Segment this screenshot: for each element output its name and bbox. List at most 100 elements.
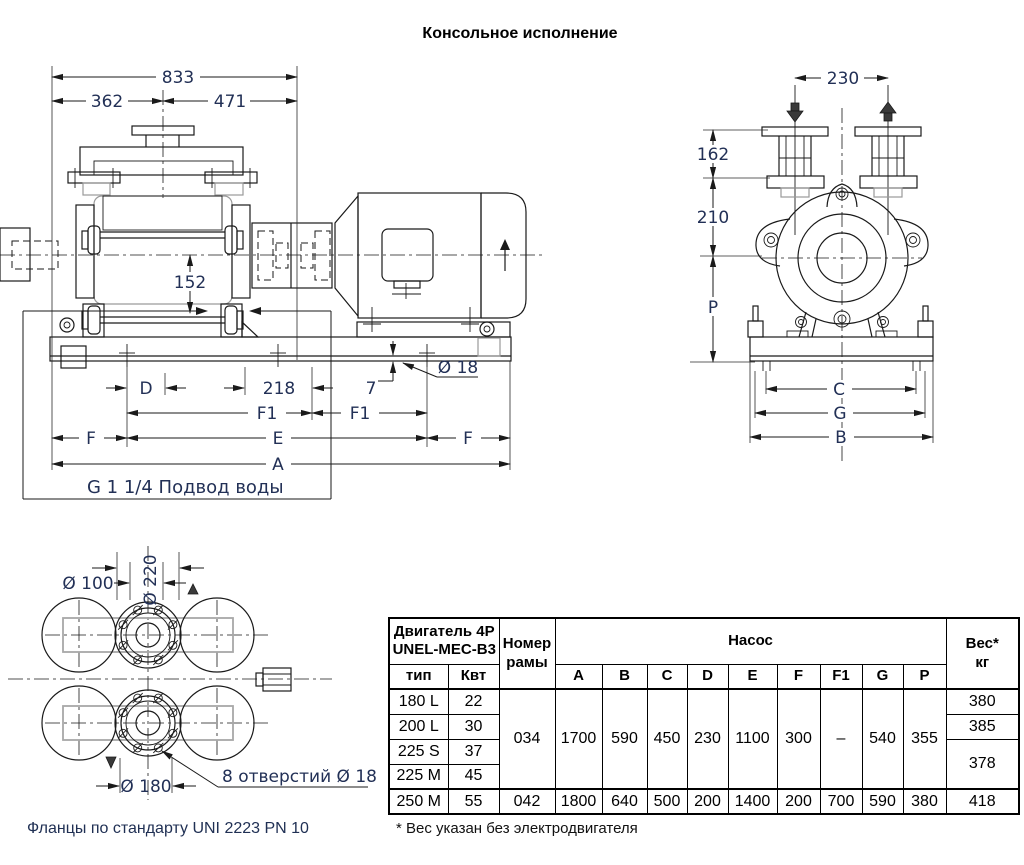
header-dim-c: C <box>646 663 688 690</box>
table-row: 225 S 37 378 <box>388 738 1020 790</box>
header-dim-b: B <box>601 663 648 690</box>
cell-a: 1800 <box>554 788 603 815</box>
table-row: 250 M 55 042 1800 640 500 200 1400 200 7… <box>388 788 1020 815</box>
cell-f: 200 <box>776 788 821 815</box>
header-dim-d: D <box>686 663 729 690</box>
flow-symbol-top-icon <box>187 583 199 595</box>
cell-b: 590 <box>601 688 648 790</box>
header-dim-f: F <box>776 663 821 690</box>
dim-218: 218 <box>263 379 295 399</box>
cell-type: 225 M <box>388 763 449 790</box>
dim-f-left: F <box>86 429 96 449</box>
cell-type: 200 L <box>388 713 449 740</box>
cell-frame-042: 042 <box>498 788 556 815</box>
dim-p: P <box>708 298 718 318</box>
dim-7: 7 <box>366 379 377 399</box>
dim-152: 152 <box>174 273 206 293</box>
cell-g: 540 <box>861 688 904 790</box>
cell-e: 1100 <box>727 688 778 790</box>
cell-weight: 380 <box>945 688 1020 715</box>
cell-kw: 30 <box>447 713 500 740</box>
cell-type: 180 L <box>388 688 449 715</box>
plan-view-drawing: Ø 220 Ø 100 Ø 180 8 отверстий Ø 18 <box>8 546 377 800</box>
table-row: 180 L 22 034 1700 590 450 230 1100 300 –… <box>388 688 1020 790</box>
dim-a: A <box>272 455 284 475</box>
header-motor: Двигатель 4P UNEL-MEC-B3 <box>388 617 500 665</box>
dim-d: D <box>139 379 152 399</box>
dim-c: C <box>833 380 845 400</box>
dim-d220: Ø 220 <box>141 554 161 605</box>
rotation-arrow-icon <box>500 239 510 250</box>
cell-p: 355 <box>902 688 947 790</box>
flow-down-icon <box>786 102 804 123</box>
cell-type: 250 M <box>388 788 449 815</box>
dim-g: G <box>833 404 846 424</box>
cell-kw: 37 <box>447 738 500 765</box>
cell-kw: 55 <box>447 788 500 815</box>
header-power: Квт <box>447 663 500 690</box>
cell-frame-034: 034 <box>498 688 556 790</box>
dim-162: 162 <box>697 145 729 165</box>
cell-weight: 418 <box>945 788 1020 815</box>
flow-symbol-bottom-icon <box>105 756 117 769</box>
cell-g: 590 <box>861 788 904 815</box>
dim-f1-left: F1 <box>257 404 278 424</box>
cell-kw: 22 <box>447 688 500 715</box>
header-dim-p: P <box>902 663 947 690</box>
header-motor-line1: Двигатель 4P <box>393 622 495 640</box>
weight-footnote: * Вес указан без электродвигателя <box>396 820 638 837</box>
dim-210: 210 <box>697 208 729 228</box>
cell-kw: 45 <box>447 763 500 790</box>
header-frame-line2: рамы <box>506 653 548 671</box>
dim-833: 833 <box>162 68 194 88</box>
holes-note: 8 отверстий Ø 18 <box>222 767 377 787</box>
cell-a: 1700 <box>554 688 603 790</box>
header-frame-line1: Номер <box>502 634 552 652</box>
dim-362: 362 <box>91 92 123 112</box>
header-dim-f1: F1 <box>819 663 863 690</box>
page-title: Консольное исполнение <box>422 25 618 42</box>
front-view-drawing: 230 <box>690 69 934 462</box>
cell-e: 1400 <box>727 788 778 815</box>
bolt-holes-group2 <box>117 692 179 754</box>
header-motor-line2: UNEL-MEC-B3 <box>392 641 496 659</box>
dim-d180: Ø 180 <box>120 777 171 797</box>
cell-f1: – <box>819 688 863 790</box>
cell-p: 380 <box>902 788 947 815</box>
header-dim-a: A <box>554 663 603 690</box>
cell-type: 225 S <box>388 738 449 765</box>
header-frame: Номер рамы <box>498 617 556 690</box>
side-view-drawing: 833 362 471 152 D 218 7 Ø 18 <box>0 66 545 500</box>
header-weight-line1: Вес* <box>965 634 999 652</box>
cell-f1: 700 <box>819 788 863 815</box>
header-dim-g: G <box>861 663 904 690</box>
cell-f: 300 <box>776 688 821 790</box>
header-dim-e: E <box>727 663 778 690</box>
cell-c: 450 <box>646 688 688 790</box>
header-type: тип <box>388 663 449 690</box>
dim-b: B <box>835 428 847 448</box>
dim-f-right: F <box>463 429 473 449</box>
dimensions-table: Двигатель 4P UNEL-MEC-B3 Номер рамы Насо… <box>388 617 1020 815</box>
header-weight-line2: кг <box>975 653 990 671</box>
cell-d: 200 <box>686 788 729 815</box>
dim-e: E <box>273 429 284 449</box>
flow-up-icon <box>879 101 897 122</box>
dim-230: 230 <box>827 69 859 89</box>
dim-471: 471 <box>214 92 246 112</box>
cell-b: 640 <box>601 788 648 815</box>
header-weight: Вес* кг <box>945 617 1020 690</box>
water-inlet-note: G 1 1/4 Подвод воды <box>87 477 284 498</box>
cell-d: 230 <box>686 688 729 790</box>
dim-hole-18: Ø 18 <box>438 358 478 378</box>
cell-weight: 378 <box>945 738 1020 790</box>
header-pump: Насос <box>554 617 947 665</box>
dim-d100: Ø 100 <box>62 574 113 594</box>
cell-c: 500 <box>646 788 688 815</box>
table-row: 225 M 45 <box>388 763 1019 790</box>
cell-weight: 385 <box>945 713 1020 740</box>
dim-f1-right: F1 <box>350 404 371 424</box>
bolt-holes-group1 <box>117 604 179 666</box>
